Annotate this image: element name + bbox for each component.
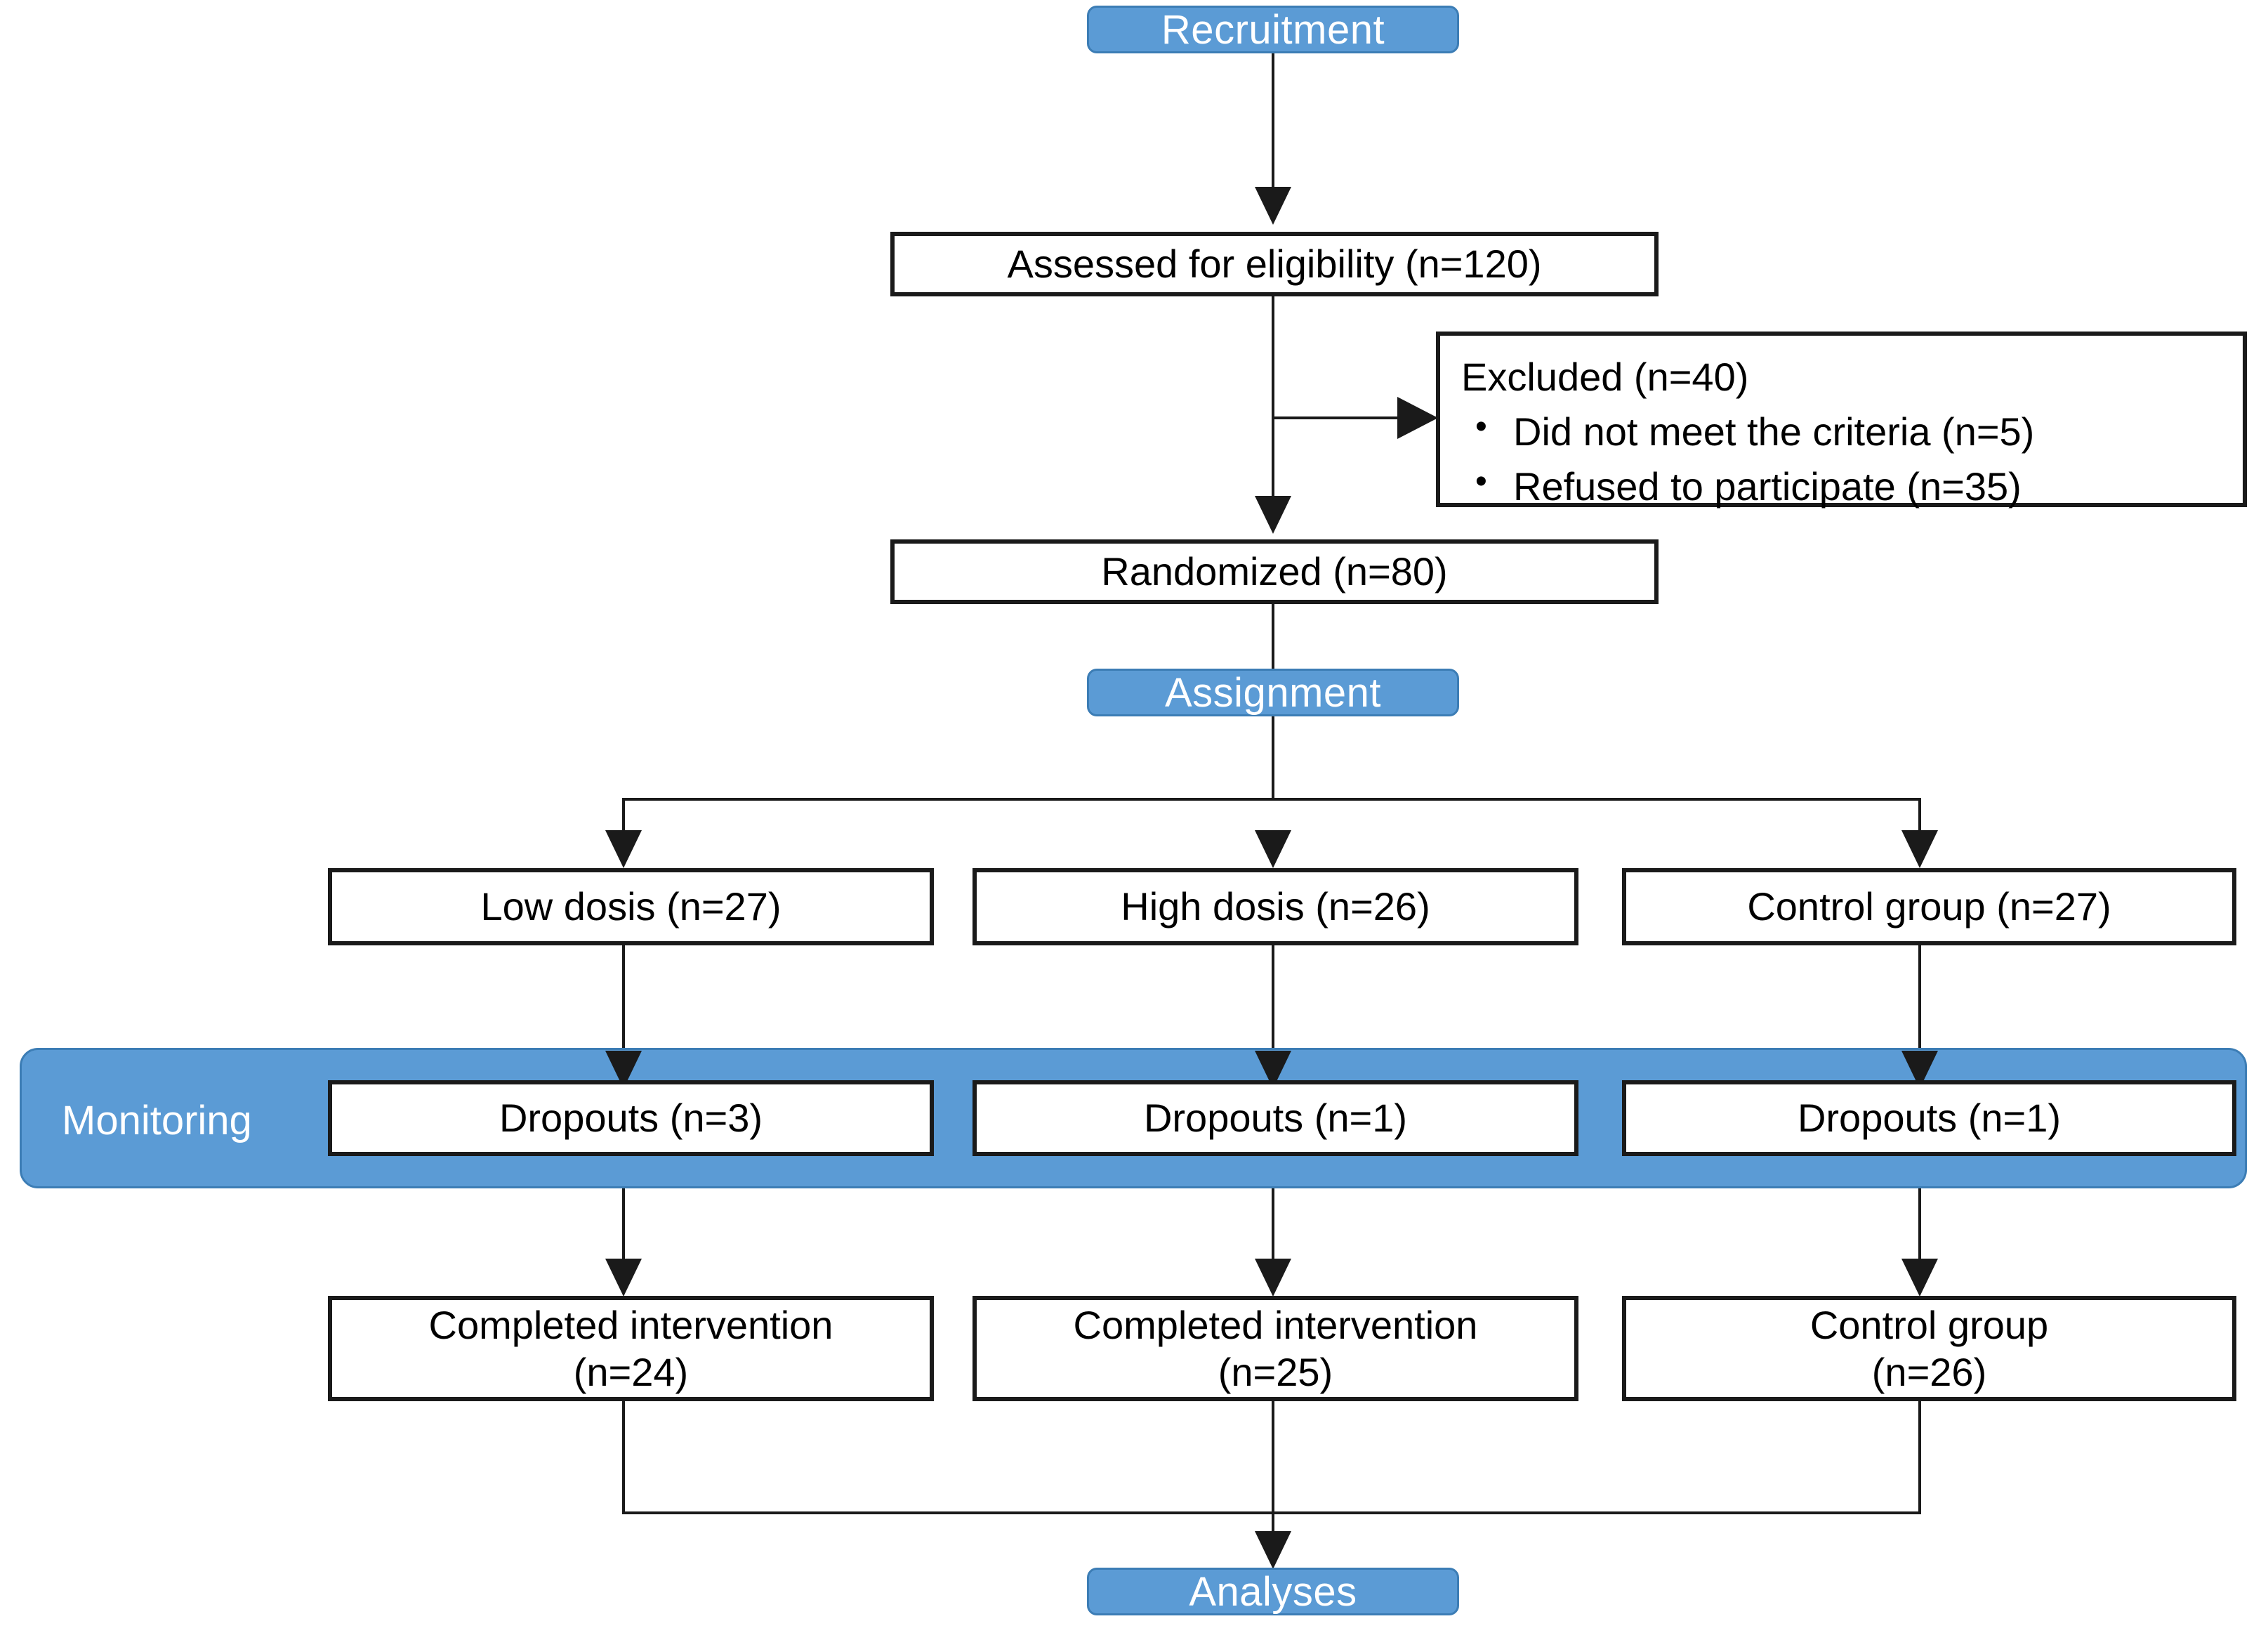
excluded-title: Excluded (n=40) [1461,355,1749,399]
outcome-label: Completed intervention (n=24) [419,1301,843,1396]
phase-banner-analyses[interactable]: Analyses [1087,1568,1459,1615]
connector-arm3-to-dropouts [1918,945,1921,1058]
outcome-line-1: Completed intervention [1073,1302,1478,1347]
arrowhead-to-analyses [1255,1531,1291,1569]
arrowhead-to-arm-1 [605,830,642,868]
excluded-reason-item: Refused to participate (n=35) [1461,462,2224,510]
arrowhead-to-excluded [1397,397,1438,439]
connector-arm1-to-outcome [622,1156,625,1267]
arrowhead-arm3-outcome [1901,1259,1938,1297]
arrowhead-to-arm-3 [1901,830,1938,868]
node-outcome-low-dosis[interactable]: Completed intervention (n=24) [328,1296,934,1401]
connector-split-right-drop [1918,798,1921,836]
node-outcome-high-dosis[interactable]: Completed intervention (n=25) [973,1296,1578,1401]
connector-split-left-drop [622,798,625,836]
connector-split-bar [622,798,1921,801]
connector-arm3-to-outcome [1918,1156,1921,1267]
connector-arm3-to-merge [1918,1401,1921,1514]
node-allocation-control-group[interactable]: Control group (n=27) [1622,868,2236,945]
arrowhead-to-arm-2 [1255,830,1291,868]
phase-banner-recruitment[interactable]: Recruitment [1087,6,1459,53]
outcome-label: Completed intervention (n=25) [1064,1301,1488,1396]
connector-arm2-to-dropouts [1272,945,1274,1058]
outcome-line-1: Completed intervention [428,1302,833,1347]
allocation-label: Low dosis (n=27) [480,884,782,929]
arrowhead-arm1-outcome [605,1259,642,1297]
node-randomized[interactable]: Randomized (n=80) [890,539,1659,604]
connector-arm2-to-merge [1272,1401,1274,1514]
allocation-label: High dosis (n=26) [1121,884,1430,929]
node-assessed-label: Assessed for eligibility (n=120) [1007,241,1542,286]
connector-arm2-to-outcome [1272,1156,1274,1267]
connector-recruitment-to-assessed [1272,53,1274,191]
node-outcome-control-group[interactable]: Control group (n=26) [1622,1296,2236,1401]
excluded-reason-item: Did not meet the criteria (n=5) [1461,407,2224,455]
dropouts-label: Dropouts (n=1) [1143,1095,1408,1140]
dropouts-label: Dropouts (n=3) [499,1095,763,1140]
allocation-label: Control group (n=27) [1747,884,2111,929]
connector-assessed-to-randomized [1272,296,1274,500]
outcome-label: Control group (n=26) [1800,1301,2058,1396]
phase-band-monitoring-label: Monitoring [62,1098,252,1143]
dropouts-label: Dropouts (n=1) [1797,1095,2062,1140]
node-assessed-for-eligibility[interactable]: Assessed for eligibility (n=120) [890,232,1659,296]
outcome-line-2: (n=24) [573,1350,689,1394]
node-dropouts-low-dosis[interactable]: Dropouts (n=3) [328,1080,934,1156]
arrowhead-to-assessed [1255,187,1291,225]
node-allocation-high-dosis[interactable]: High dosis (n=26) [973,868,1578,945]
outcome-line-2: (n=25) [1218,1350,1333,1394]
node-allocation-low-dosis[interactable]: Low dosis (n=27) [328,868,934,945]
node-dropouts-high-dosis[interactable]: Dropouts (n=1) [973,1080,1578,1156]
connector-arm1-to-dropouts [622,945,625,1058]
phase-banner-assignment[interactable]: Assignment [1087,669,1459,716]
arrowhead-to-randomized [1255,496,1291,534]
node-excluded[interactable]: Excluded (n=40) Did not meet the criteri… [1436,332,2247,510]
arrowhead-arm2-outcome [1255,1259,1291,1297]
excluded-reason-list: Did not meet the criteria (n=5) Refused … [1461,407,2224,510]
connector-to-excluded [1273,416,1444,419]
node-randomized-label: Randomized (n=80) [1101,549,1448,593]
outcome-line-1: Control group [1809,1302,2049,1347]
node-dropouts-control-group[interactable]: Dropouts (n=1) [1622,1080,2236,1156]
connector-arm1-to-merge [622,1401,625,1514]
outcome-line-2: (n=26) [1871,1350,1987,1394]
